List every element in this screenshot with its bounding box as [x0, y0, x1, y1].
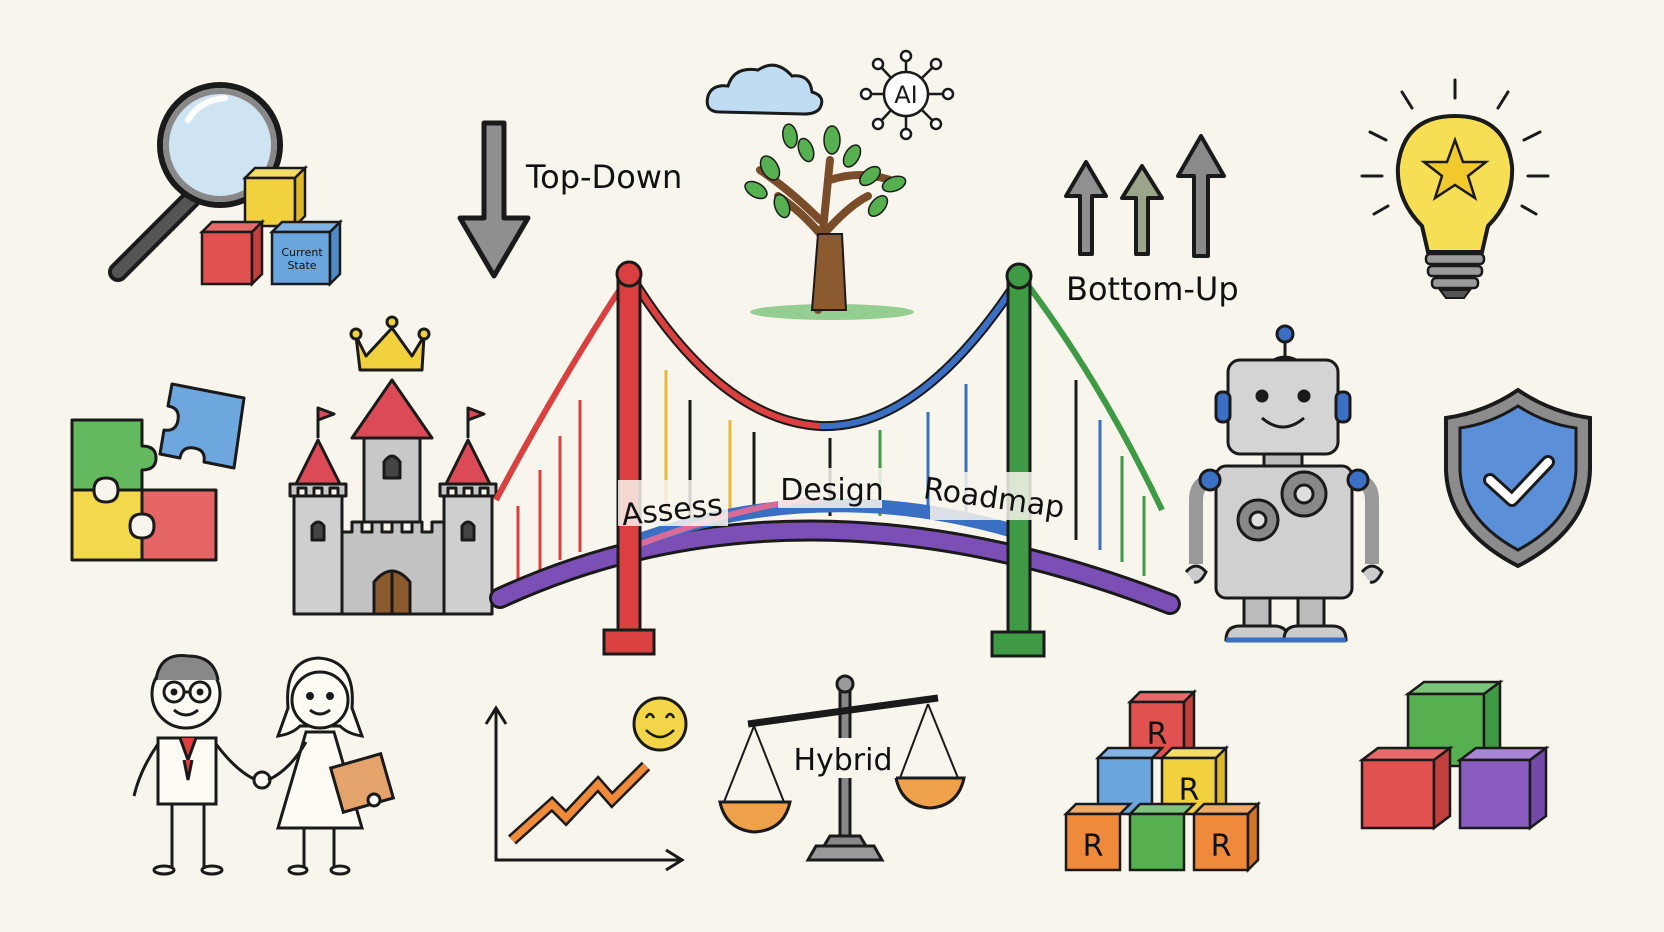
down-arrow-icon — [457, 120, 531, 279]
bottom-up-label: Bottom-Up — [1066, 270, 1239, 308]
current-state-label: Current State — [274, 246, 330, 272]
r-block-pyramid-icon: R R R R — [1062, 688, 1262, 874]
robot-icon — [1184, 324, 1384, 643]
svg-text:R: R — [1147, 717, 1168, 752]
handshake-people-icon — [132, 654, 396, 876]
growth-chart-icon — [484, 696, 688, 872]
current-state-blocks-icon — [198, 164, 344, 288]
current-state-line1: Current — [281, 246, 323, 259]
current-state-line2: State — [287, 259, 317, 272]
colored-cubes-icon — [1358, 679, 1550, 831]
tree-icon — [744, 123, 914, 320]
svg-text:R: R — [1211, 829, 1232, 864]
bridge-icon: Assess Design Roadmap — [489, 260, 1181, 658]
castle-icon — [288, 315, 498, 616]
shield-check-icon — [1444, 387, 1592, 569]
up-arrows-icon — [1064, 134, 1226, 258]
svg-text:Hybrid: Hybrid — [793, 743, 892, 778]
svg-text:R: R — [1083, 829, 1104, 864]
svg-text:R: R — [1179, 773, 1200, 808]
balance-scale-icon: Hybrid — [718, 674, 966, 862]
svg-text:AI: AI — [894, 81, 918, 109]
top-down-label: Top-Down — [526, 158, 683, 196]
phase-label-design: Design — [780, 473, 884, 508]
cloud-icon — [705, 63, 824, 116]
light-bulb-icon — [1360, 78, 1550, 299]
ai-network-icon: AI — [859, 49, 955, 141]
puzzle-icon — [70, 382, 246, 562]
